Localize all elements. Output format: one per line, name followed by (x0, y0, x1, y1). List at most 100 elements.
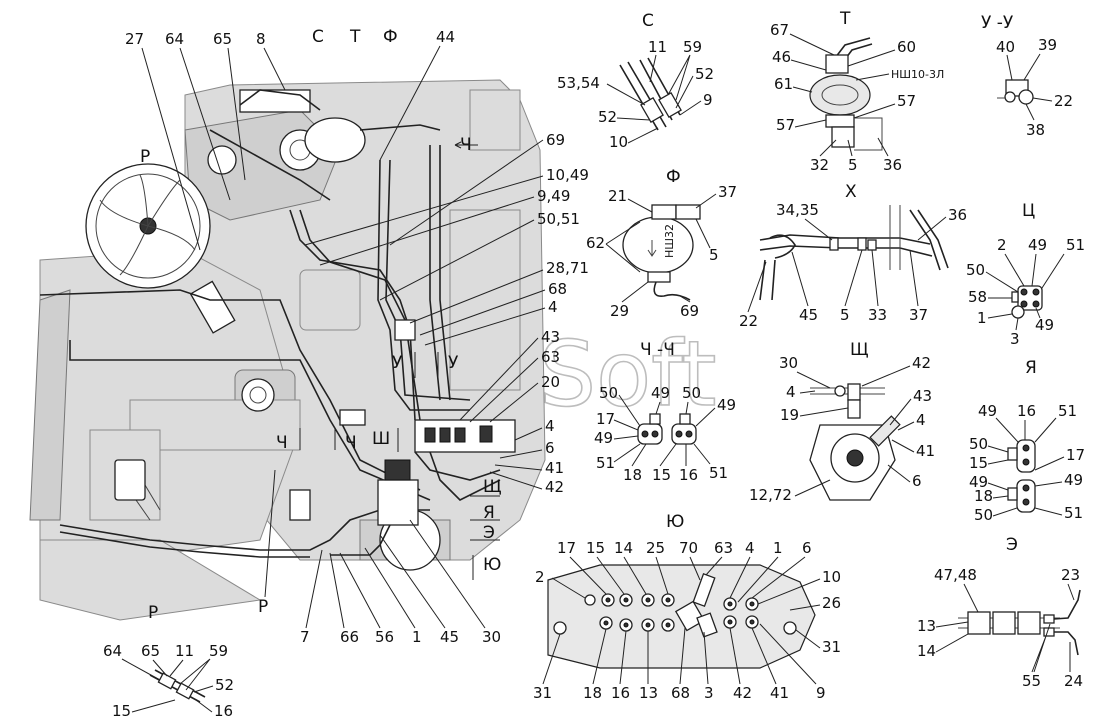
callout: 38 (1026, 121, 1045, 139)
callout: 32 (810, 156, 829, 174)
callout: 50 (966, 261, 985, 279)
callout: 41 (770, 684, 789, 702)
callout: 10 (609, 133, 628, 151)
detail-view-c: С 11 59 53,54 52 52 9 10 (557, 11, 714, 151)
callout: 16 (214, 702, 233, 720)
view-title-ya: Я (1025, 358, 1037, 378)
callout: 4 (786, 383, 796, 401)
view-title-shch: Щ (850, 340, 869, 360)
callout: 5 (848, 156, 858, 174)
callout: 39 (1038, 36, 1057, 54)
callout: 37 (909, 306, 928, 324)
callout: 45 (799, 306, 818, 324)
callout: 58 (968, 288, 987, 306)
callout: 49 (1064, 471, 1083, 489)
callout: 4 (548, 298, 558, 316)
callout: 41 (916, 442, 935, 460)
callout: 50 (969, 435, 988, 453)
callout: 13 (917, 617, 936, 635)
view-title-f: Ф (666, 167, 681, 187)
detail-view-f: Ф НШ32 21 37 62 5 29 69 (586, 167, 737, 320)
callout: 4 (916, 411, 926, 429)
callout: 49 (1035, 316, 1054, 334)
section-marker-ya: Я (483, 503, 495, 523)
section-marker-u-2: У (448, 353, 459, 373)
callout: 61 (774, 75, 793, 93)
section-marker-u-1: У (392, 353, 403, 373)
callout: 16 (679, 466, 698, 484)
callout: 4 (545, 417, 555, 435)
callout: 63 (541, 348, 560, 366)
detail-view-ya: Я 49 16 51 50 15 17 49 49 18 50 51 (969, 358, 1085, 524)
detail-view-ts: Ц 2 49 51 50 58 1 3 49 (966, 201, 1085, 348)
callout: 18 (583, 684, 602, 702)
detail-view-kh: Х 34,35 36 22 45 5 33 37 (739, 182, 967, 330)
callout: 34,35 (776, 201, 819, 219)
section-markers: Р Р Ч Ч Ч У У Ш Щ Я Э Ю С Т Ф (140, 27, 502, 617)
callout: 22 (739, 312, 758, 330)
callout: 50 (974, 506, 993, 524)
callout: 14 (614, 539, 633, 557)
callout: 66 (340, 628, 359, 646)
callout: 1 (412, 628, 422, 646)
callout: 6 (802, 539, 812, 557)
detail-view-ch-ch: Ч -Ч 50 49 50 49 17 49 51 18 15 16 51 (594, 340, 736, 484)
pump-label-nsh32: НШ32 (663, 224, 676, 258)
section-marker-p: Р (258, 597, 268, 617)
callout: 42 (545, 478, 564, 496)
callout: 49 (594, 429, 613, 447)
callout: 52 (598, 108, 617, 126)
callout: 70 (679, 539, 698, 557)
callout: 60 (897, 38, 916, 56)
section-marker-t: Т (349, 27, 361, 47)
callout: 2 (997, 236, 1007, 254)
callout: 26 (822, 594, 841, 612)
callout: 64 (103, 642, 122, 660)
callout: 28,71 (546, 259, 589, 277)
callout: 42 (733, 684, 752, 702)
callout: 18 (974, 487, 993, 505)
callout: 37 (718, 183, 737, 201)
callout: 57 (776, 116, 795, 134)
callout: 15 (969, 454, 988, 472)
section-marker-f: Ф (383, 27, 398, 47)
callout: 15 (112, 702, 131, 720)
callout: 42 (912, 354, 931, 372)
callout: 68 (548, 280, 567, 298)
callout: 52 (215, 676, 234, 694)
detail-view-e: Э 47,48 23 13 14 55 24 (917, 535, 1083, 690)
callout: 14 (917, 642, 936, 660)
callout: 3 (704, 684, 714, 702)
detail-view-p: Р 64 65 11 59 52 15 16 (103, 603, 234, 720)
callout: 50,51 (537, 210, 580, 228)
callout: 51 (1058, 402, 1077, 420)
callout: 29 (610, 302, 629, 320)
callout: 16 (611, 684, 630, 702)
callout: 69 (546, 131, 565, 149)
callout: 1 (977, 309, 987, 327)
section-marker-p-main: Р (140, 147, 150, 167)
view-title-p: Р (148, 603, 158, 623)
detail-view-shch: Щ 30 42 4 43 19 4 41 6 12,72 (749, 340, 935, 504)
view-title-e: Э (1006, 535, 1018, 555)
callout: 1 (773, 539, 783, 557)
callout: 46 (772, 48, 791, 66)
callout: 5 (840, 306, 850, 324)
section-marker-shch: Щ (483, 477, 502, 497)
view-title-ch-ch: Ч -Ч (640, 340, 675, 360)
callout: 65 (213, 30, 232, 48)
callout: 69 (680, 302, 699, 320)
callout: 43 (541, 328, 560, 346)
callout: 11 (648, 38, 667, 56)
callout: 50 (599, 384, 618, 402)
detail-view-t: Т 67 60 46 НШ10-3Л 61 57 57 32 5 36 (770, 9, 944, 174)
main-callouts: 27 64 65 8 44 69 10,49 9,49 50,51 28,71 … (125, 28, 589, 646)
callout: 15 (586, 539, 605, 557)
callout: 50 (682, 384, 701, 402)
section-marker-c: С (312, 27, 324, 47)
callout: 10 (822, 568, 841, 586)
section-marker-yu: Ю (483, 555, 501, 575)
view-title-u-u: У -У (981, 13, 1014, 33)
callout: 44 (436, 28, 455, 46)
